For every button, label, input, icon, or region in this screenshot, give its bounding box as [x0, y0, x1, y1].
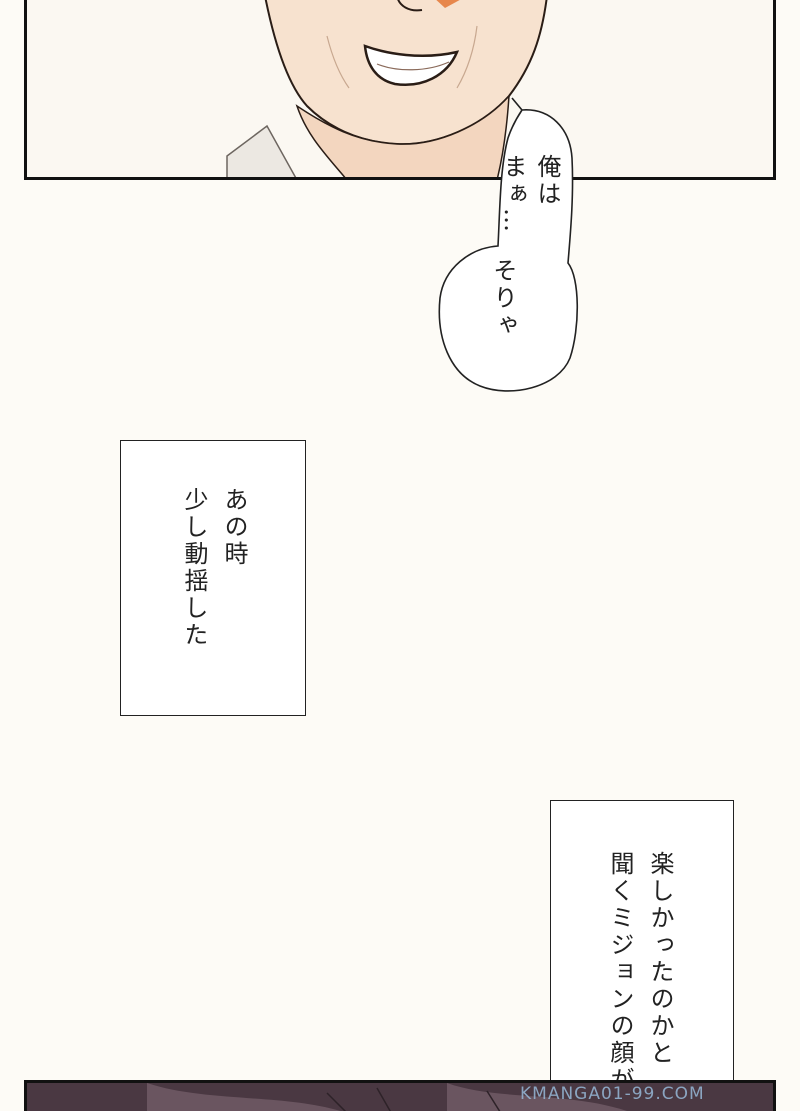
- watermark-text: KMANGA01-99.COM: [520, 1084, 705, 1104]
- narration-text-line: あの時: [220, 487, 248, 568]
- smiling-mouth: [363, 44, 460, 86]
- cheek-line: [456, 25, 478, 89]
- bottom-comic-panel: [24, 1080, 776, 1111]
- face-illustration: [226, 0, 548, 177]
- speech-bubble: 俺は まぁ… そりゃ: [430, 88, 590, 398]
- narration-text-line: 楽しかったのかと: [646, 851, 674, 1067]
- speech-text-line: そりゃ: [489, 258, 517, 339]
- top-comic-panel: [24, 0, 776, 180]
- hair-tip: [436, 0, 460, 8]
- nose-line: [397, 0, 423, 12]
- cheek-line: [326, 35, 350, 89]
- narration-text-line: 聞くミジョンの顔が: [606, 851, 634, 1094]
- shirt-collar: [226, 124, 297, 177]
- speech-text-line: 俺は: [533, 154, 561, 208]
- dark-hair-illustration: [27, 1083, 773, 1111]
- narration-box: あの時 少し動揺した: [120, 440, 306, 716]
- speech-bubble-outline: [438, 97, 579, 392]
- speech-text-line: まぁ…: [499, 154, 527, 235]
- neck: [295, 93, 510, 177]
- narration-box: 楽しかったのかと 聞くミジョンの顔が: [550, 800, 734, 1111]
- teeth-line: [376, 61, 450, 71]
- narration-text-line: 少し動揺した: [180, 487, 208, 649]
